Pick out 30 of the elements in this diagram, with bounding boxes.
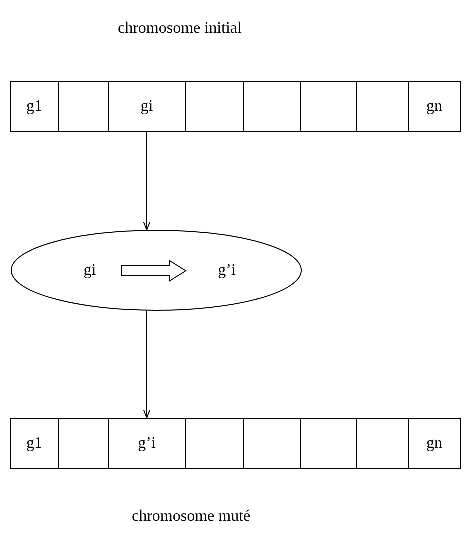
gene-cell [10, 418, 59, 469]
gene-label: g’i [138, 434, 156, 452]
gene-cell [243, 81, 301, 132]
gene-cell [356, 418, 409, 469]
gene-label: g1 [26, 434, 42, 452]
gene-cell [185, 418, 244, 469]
gene-cell [58, 81, 109, 132]
gene-label: gn [426, 434, 442, 452]
gene-label: gi [140, 98, 154, 116]
gene-cell [300, 81, 357, 132]
gene-cell [408, 418, 461, 469]
gene-cell [243, 418, 301, 469]
gene-label: g1 [26, 98, 42, 116]
gene-label: gn [426, 98, 442, 116]
gene-cell [185, 81, 244, 132]
caption: chromosome initial [118, 20, 242, 38]
ellipse-node [11, 230, 302, 311]
gene-cell [10, 81, 59, 132]
gene-cell [108, 81, 186, 132]
gene-cell [300, 418, 357, 469]
block-arrow [122, 260, 187, 282]
gene-cell [108, 418, 186, 469]
arrow [143, 132, 151, 231]
arrow [143, 310, 151, 418]
caption: chromosome muté [132, 508, 251, 526]
gene-cell [408, 81, 461, 132]
gene-label: g’i [218, 262, 236, 280]
gene-cell [58, 418, 109, 469]
gene-cell [356, 81, 409, 132]
gene-label: gi [84, 262, 96, 280]
